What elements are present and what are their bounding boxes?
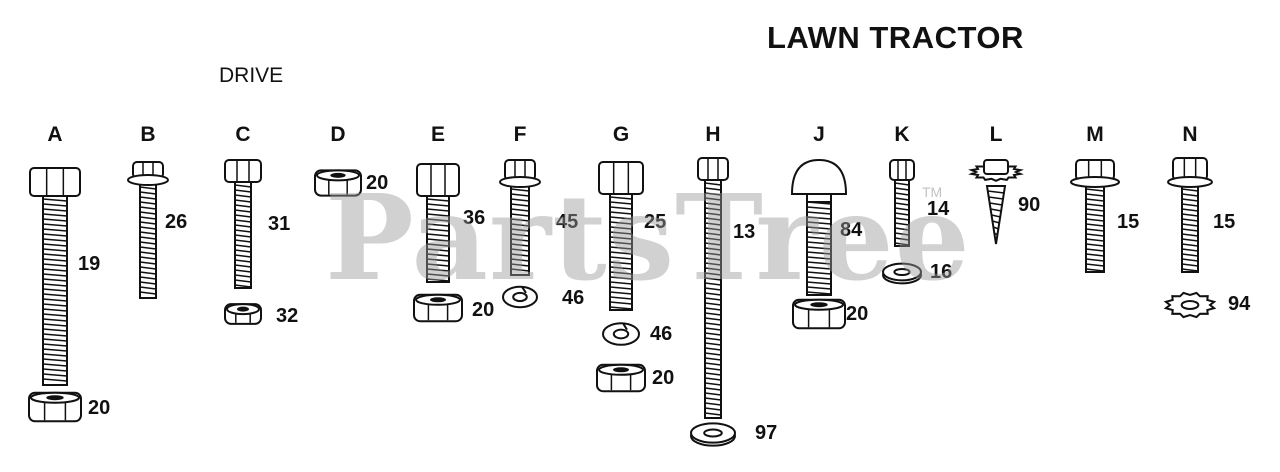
flat-washer-icon [690,422,736,447]
part-number-g-3: 20 [652,367,675,389]
part-number-f-1: 45 [556,211,579,233]
part-number-g-1: 25 [644,211,667,233]
column-letter-d: D [330,123,346,146]
part-number-d-1: 20 [366,172,389,194]
column-letter-j: J [813,123,825,146]
lock-washer-icon [502,285,538,309]
column-letter-e: E [430,123,446,146]
flange-bolt-icon [127,161,169,299]
flange-bolt-icon [1167,157,1213,273]
part-number-c-1: 31 [268,213,291,235]
part-number-g-2: 46 [650,323,673,345]
part-number-f-2: 46 [562,287,585,309]
part-number-k-2: 16 [930,261,953,283]
hex-bolt-icon [697,157,729,419]
flat-washer-icon [882,262,922,285]
part-number-c-2: 32 [276,305,299,327]
column-letter-n: N [1182,123,1198,146]
part-number-a-2: 20 [88,397,111,419]
hex-bolt-icon [224,159,262,289]
part-number-j-1: 84 [840,219,863,241]
part-number-j-2: 20 [846,303,869,325]
nut-icon [314,169,362,197]
self-tapping-screw-icon [968,159,1024,245]
nut-icon [28,391,82,423]
column-letter-k: K [894,123,910,146]
part-number-h-1: 13 [733,221,756,243]
column-letter-b: B [140,123,156,146]
part-number-n-1: 15 [1213,211,1236,233]
flange-bolt-icon [1070,159,1120,273]
nut-icon [413,293,463,323]
nut-icon [224,303,262,325]
diagram-subtitle: DRIVE [219,64,284,87]
column-letter-c: C [235,123,251,146]
part-number-k-1: 14 [927,198,950,220]
part-number-h-2: 97 [755,422,778,444]
star-washer-icon [1163,291,1217,319]
part-number-a-1: 19 [78,253,101,275]
part-number-m-1: 15 [1117,211,1140,233]
part-number-n-2: 94 [1228,293,1251,315]
hex-bolt-icon [29,167,81,386]
hex-bolt-icon [598,161,644,311]
column-letter-g: G [612,123,630,146]
flange-bolt-icon [499,159,541,276]
hex-bolt-icon [416,163,460,283]
hex-bolt-icon [889,159,915,247]
part-number-b-1: 26 [165,211,188,233]
nut-icon [792,298,846,330]
nut-icon [596,363,646,393]
part-number-e-1: 36 [463,207,486,229]
column-letter-f: F [513,123,527,146]
lock-washer-icon [602,322,640,346]
column-letter-l: L [989,123,1003,146]
column-letter-m: M [1086,123,1104,146]
part-number-l-1: 90 [1018,194,1041,216]
watermark-trademark: TM [922,184,943,200]
diagram-title: LAWN TRACTOR [767,20,1024,55]
part-number-e-2: 20 [472,299,495,321]
carriage-bolt-icon [790,158,848,296]
column-letter-a: A [47,123,63,146]
column-letter-h: H [705,123,721,146]
